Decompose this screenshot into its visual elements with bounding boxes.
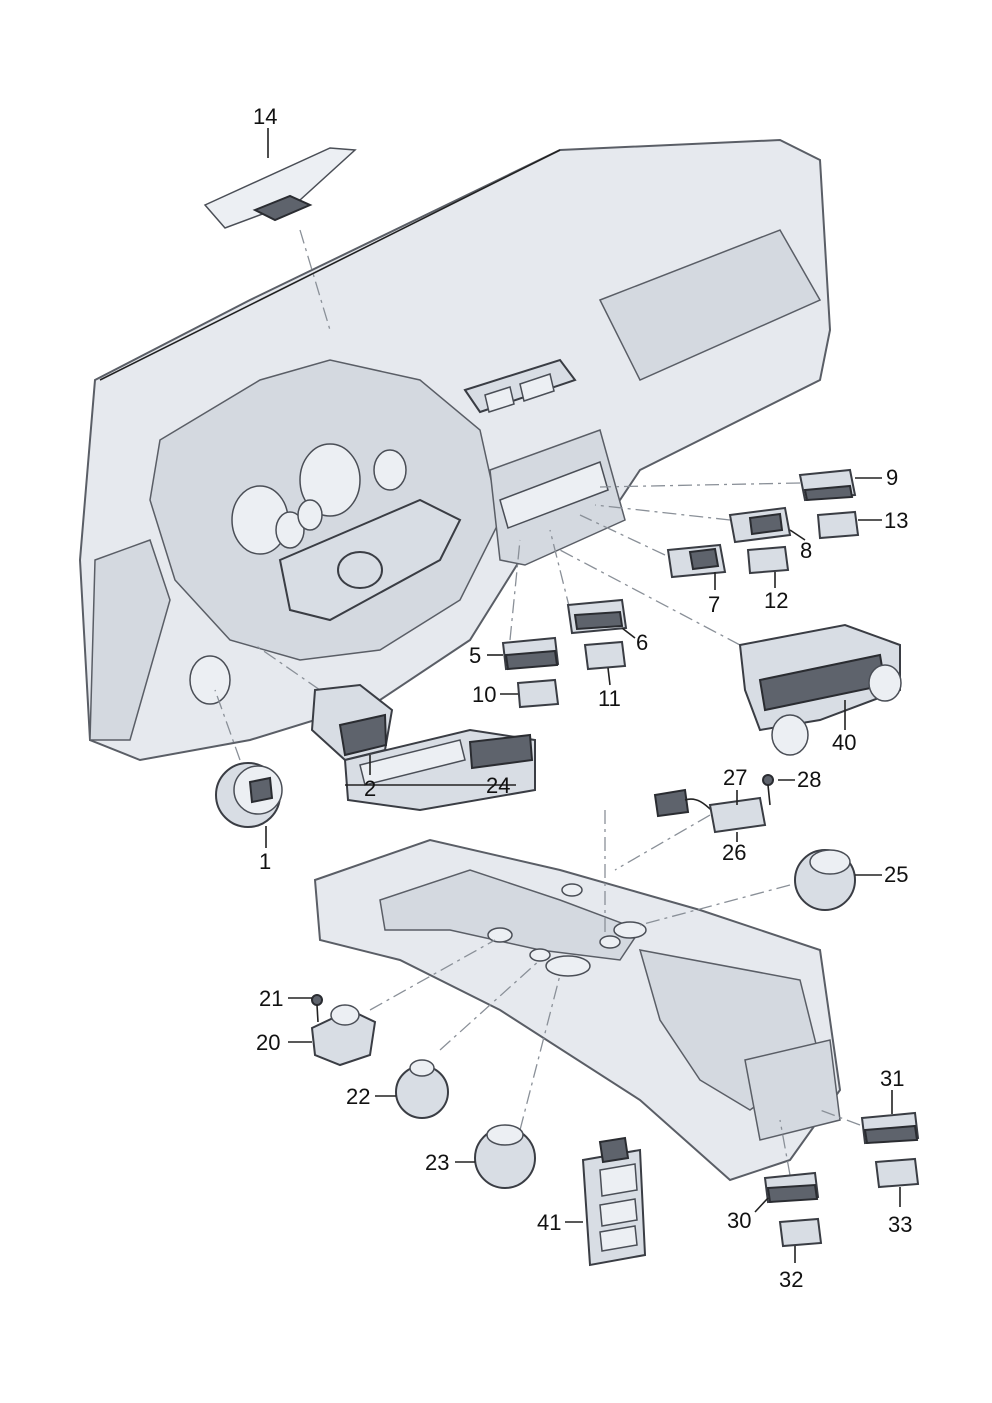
callout-10: 10 <box>472 682 496 707</box>
part-11-blank-switch[interactable] <box>583 640 627 671</box>
callout-6: 6 <box>636 630 648 655</box>
callout-27: 27 <box>723 765 747 790</box>
part-1-rotary-switch[interactable] <box>215 762 283 828</box>
part-30-switch[interactable] <box>763 1171 820 1204</box>
part-21-screw[interactable] <box>311 994 323 1023</box>
part-33-blank-switch[interactable] <box>874 1157 920 1189</box>
callout-28: 28 <box>797 767 821 792</box>
callout-30: 30 <box>727 1208 751 1233</box>
part-40-climate-control[interactable] <box>738 623 902 756</box>
part-32-blank-switch[interactable] <box>778 1217 823 1248</box>
callout-9: 9 <box>886 465 898 490</box>
part-31-switch[interactable] <box>860 1111 920 1145</box>
part-14-trim-strip[interactable] <box>203 147 357 229</box>
callout-41: 41 <box>537 1210 561 1235</box>
part-28-screw[interactable] <box>762 774 774 806</box>
dashboard-panel <box>78 138 832 762</box>
callout-11: 11 <box>598 686 621 711</box>
part-8-switch[interactable] <box>728 506 792 544</box>
callout-7: 7 <box>708 592 720 617</box>
callout-20: 20 <box>256 1030 280 1055</box>
part-22-rotary-knob[interactable] <box>395 1059 449 1119</box>
centre-console <box>313 838 842 1182</box>
callout-8: 8 <box>800 538 812 563</box>
callout-40: 40 <box>832 730 856 755</box>
callout-leaders <box>265 128 901 1263</box>
callout-31: 31 <box>880 1066 904 1091</box>
part-25-rotary-knob[interactable] <box>794 849 856 911</box>
part-20-knob-assembly[interactable] <box>310 1004 377 1067</box>
part-27-sensor[interactable] <box>653 788 767 834</box>
part-12-blank-switch[interactable] <box>746 545 790 575</box>
callout-26: 26 <box>722 840 746 865</box>
callout-5: 5 <box>469 643 481 668</box>
callout-24: 24 <box>486 773 510 798</box>
part-41-remote-unit[interactable] <box>581 1136 647 1267</box>
callout-14: 14 <box>253 104 277 129</box>
assembly-lines <box>214 229 861 1176</box>
callout-2: 2 <box>364 776 376 801</box>
callout-13: 13 <box>884 508 908 533</box>
part-7-hazard-switch[interactable] <box>666 543 727 579</box>
part-9-switch[interactable] <box>798 468 857 502</box>
part-23-rotary-knob[interactable] <box>474 1124 536 1189</box>
callout-12: 12 <box>764 588 788 613</box>
callout-21: 21 <box>259 986 283 1011</box>
callout-25: 25 <box>884 862 908 887</box>
part-24-window-switch-panel[interactable] <box>343 728 536 812</box>
callout-23: 23 <box>425 1150 449 1175</box>
part-5-switch[interactable] <box>501 636 560 671</box>
callout-labels: 14 9 13 8 7 12 6 5 11 10 40 2 1 27 28 24… <box>253 104 912 1292</box>
part-10-blank-switch[interactable] <box>516 678 560 709</box>
callout-1: 1 <box>259 849 271 874</box>
part-6-switch[interactable] <box>566 598 628 635</box>
callout-33: 33 <box>888 1212 912 1237</box>
part-13-blank-switch[interactable] <box>816 510 860 540</box>
callout-32: 32 <box>779 1267 803 1292</box>
callout-22: 22 <box>346 1084 370 1109</box>
